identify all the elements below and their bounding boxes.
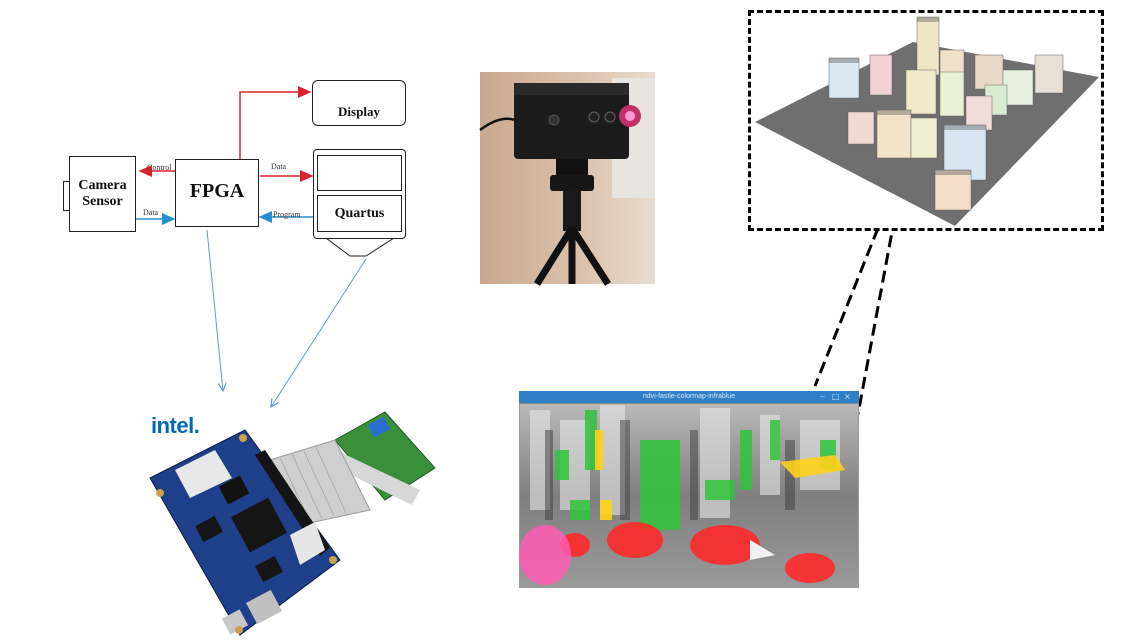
control-label: Control [147,163,172,172]
fpga-to-board-arrow [206,229,223,391]
monitor-stand [324,237,396,257]
quartus-label: Quartus [334,206,385,221]
city-model-frame [748,10,1104,231]
camera-sensor-lens [63,181,70,211]
ndvi-window [519,391,859,588]
pc-to-board-arrow [271,258,367,407]
zoom-line-right [856,199,900,415]
fpga-label: FPGA [189,180,245,202]
display-box [312,80,406,126]
display-arrow [239,86,312,160]
ndvi-minimize-button[interactable]: ‒ [820,392,826,401]
ndvi-window-title: ndvi-fastie-colormap-infrablue [519,391,859,403]
pc-lower-screen [317,195,402,232]
pc-data-label: Data [271,162,287,171]
ndvi-maximize-button[interactable]: □ [832,392,840,401]
program-label: Program [273,210,301,219]
pc-upper-screen [317,155,402,191]
intel-logo: intel. [151,413,200,438]
camera-data-label: Data [143,208,159,217]
fpga-box [175,159,259,227]
camera-sensor-box [69,156,136,232]
display-label: Display [338,104,380,119]
camera-sensor-label: Camera Sensor [78,178,127,209]
ndvi-close-button[interactable]: × [844,392,851,401]
